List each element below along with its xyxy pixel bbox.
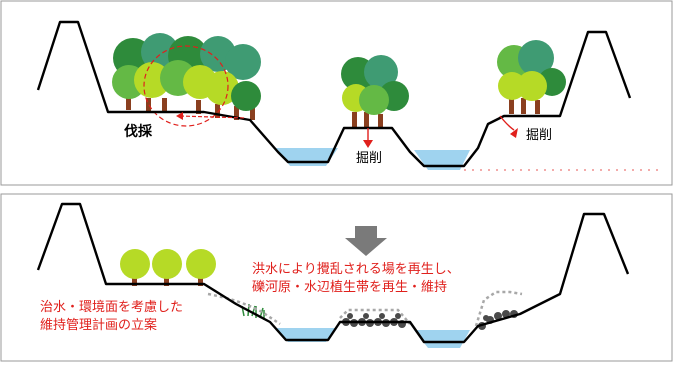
felling-label: 伐採 [124,124,152,140]
recreate-note-line-1: 洪水により攪乱される場を再生し、 [252,262,460,277]
bottom-panel-border [0,193,673,362]
excavation-line-left [179,115,247,119]
trees-center-bar [341,55,409,128]
excavation-arrow-right-shaft [499,115,515,131]
trees-left-bank [112,33,261,120]
gravel-stones [342,310,518,330]
excavation-label-right: 掘削 [526,128,553,143]
dotted-line-center [339,308,411,325]
excavation-arrow-right-head [510,128,518,138]
water-pool-left [276,148,338,166]
recreate-note-line-2: 礫河原・水辺植生帯を再生・維持 [252,280,448,295]
excavation-label-center: 掘削 [356,151,383,166]
water-pool-bottom-right [414,330,470,348]
top-cross-section-outline [36,20,632,168]
water-pool-bottom-left [276,328,336,342]
plan-note-line-1: 治水・環境面を考慮した [40,300,184,315]
trees-right-bank [497,40,566,114]
excavation-arrow-left [176,112,183,120]
felling-dashed-circle [143,45,229,127]
bottom-cross-section-outline [36,202,630,344]
excavation-arrow-center-head [363,140,373,148]
dotted-line-left [207,292,281,326]
down-arrow-icon [345,226,387,256]
top-panel-border [0,0,673,186]
plan-note-line-2: 維持管理計画の立案 [40,318,158,333]
dotted-line-right [474,290,523,327]
trees-bottom-left [120,249,216,286]
